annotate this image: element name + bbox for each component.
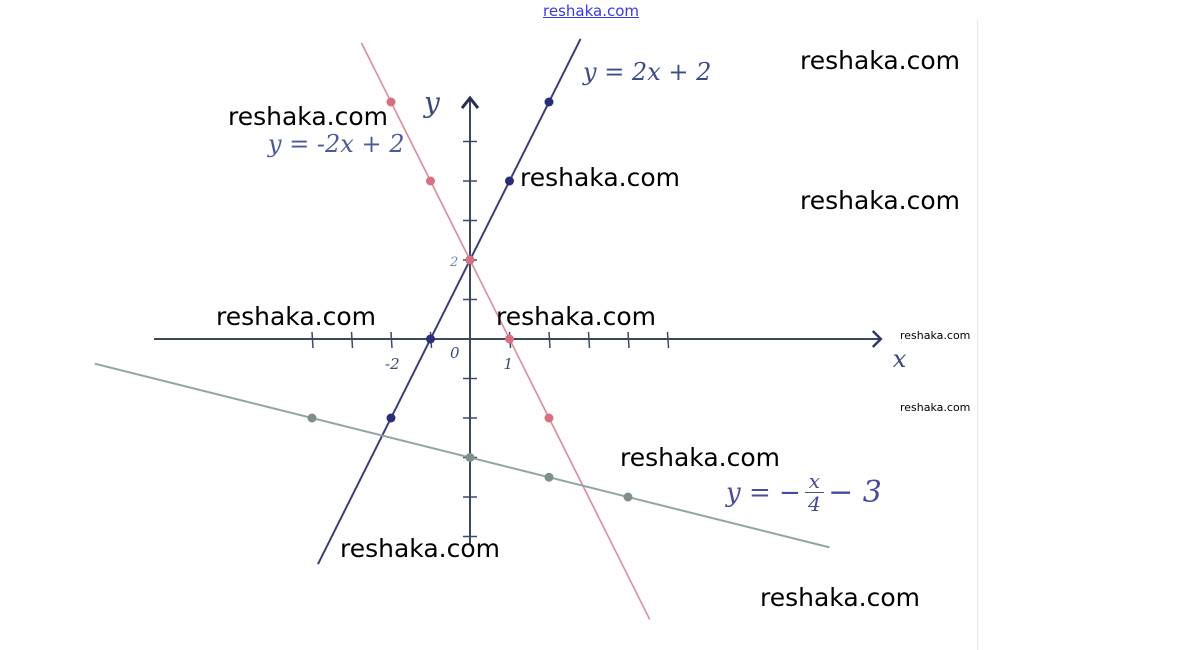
watermark: reshaka.com — [760, 583, 920, 612]
origin-label: 0 — [450, 344, 460, 362]
data-point — [544, 472, 554, 482]
data-point — [307, 413, 317, 423]
data-point — [505, 176, 514, 186]
y-tick-label: 2 — [449, 255, 458, 270]
watermark: reshaka.com — [900, 401, 971, 414]
eq3-lhs: y = − — [726, 477, 801, 508]
page-edge — [977, 20, 978, 650]
x-tick-label: -2 — [385, 355, 400, 373]
x-tick — [390, 331, 393, 349]
watermark: reshaka.com — [800, 46, 960, 75]
eq3-rhs: − 3 — [828, 475, 882, 510]
series-line-2 — [360, 42, 651, 620]
watermark: reshaka.com — [800, 186, 960, 215]
data-point — [505, 334, 514, 344]
watermark: reshaka.com — [216, 302, 376, 331]
watermark: reshaka.com — [228, 102, 388, 131]
data-point — [544, 97, 554, 107]
x-tick — [666, 331, 670, 349]
x-axis-arrow — [871, 330, 883, 348]
x-tick — [311, 331, 314, 349]
watermark: reshaka.com — [496, 302, 656, 331]
watermark: reshaka.com — [620, 443, 780, 472]
watermark: reshaka.com — [900, 329, 971, 342]
x-tick-label: 1 — [504, 355, 514, 373]
label-y-minus-x-over-4-minus-3: y = − x 4 − 3 — [726, 470, 882, 515]
watermark: reshaka.com — [543, 2, 639, 20]
watermark: reshaka.com — [340, 534, 500, 563]
data-point — [544, 413, 554, 423]
data-point — [465, 255, 475, 265]
label-y-2x-plus-2: y = 2x + 2 — [583, 58, 712, 86]
data-point — [386, 413, 396, 423]
x-tick — [548, 331, 551, 349]
label-y-minus-2x-plus-2: y = -2x + 2 — [268, 130, 405, 158]
data-point — [426, 176, 435, 186]
data-point — [386, 97, 396, 107]
series-line-1 — [317, 38, 582, 565]
data-point — [623, 492, 633, 502]
data-point — [426, 334, 435, 344]
eq3-fraction: x 4 — [804, 470, 825, 516]
eq3-denominator: 4 — [808, 492, 821, 516]
y-axis-label: y — [422, 86, 441, 119]
x-tick — [627, 331, 630, 349]
x-tick — [587, 331, 591, 349]
watermark: reshaka.com — [520, 163, 680, 192]
data-point — [465, 453, 475, 462]
series-line-3 — [94, 362, 830, 549]
y-axis-arrow — [460, 95, 480, 109]
x-tick — [350, 331, 354, 349]
x-axis-label: x — [893, 345, 907, 373]
eq3-numerator: x — [804, 470, 825, 493]
